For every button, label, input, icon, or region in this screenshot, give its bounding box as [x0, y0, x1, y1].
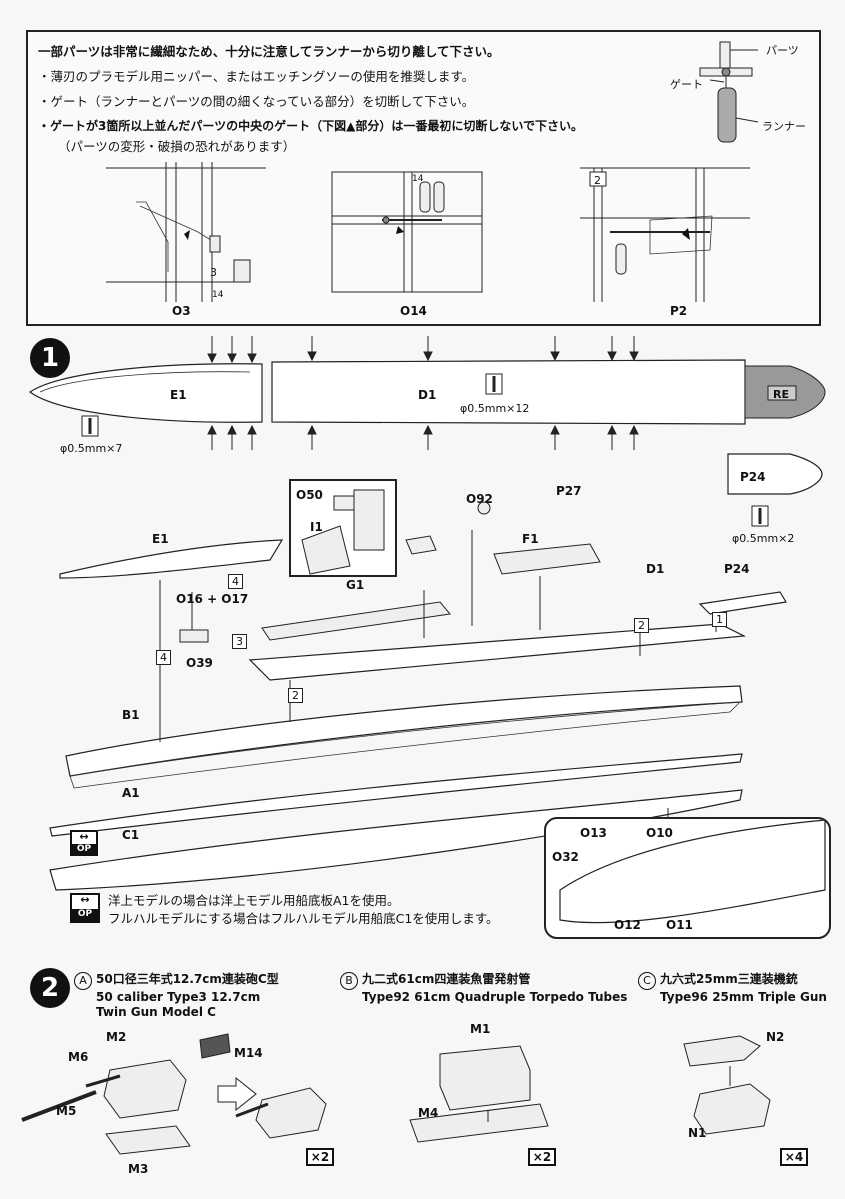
- label-n1: N1: [688, 1126, 707, 1140]
- qty-b: ×2: [528, 1148, 556, 1166]
- notice-line-2: ・薄刃のプラモデル用ニッパー、またはエッチングソーの使用を推奨します。: [38, 69, 475, 84]
- runner-example-o14: [331, 171, 483, 293]
- label-m14: M14: [234, 1046, 263, 1060]
- drill-icon-d1: [485, 373, 503, 395]
- label-o92: O92: [466, 492, 493, 506]
- runner-example-p2: [580, 167, 750, 302]
- notice-line-3: ・ゲート（ランナーとパーツの間の細くなっている部分）を切断して下さい。: [38, 94, 475, 109]
- notice-line-4: ・ゲートが3箇所以上並んだパーツの中央のゲート（下図▲部分）は一番最初に切断しな…: [38, 119, 583, 133]
- op-icon: ↔OP: [70, 893, 100, 923]
- notice-line-1: 一部パーツは非常に繊細なため、十分に注意してランナーから切り離して下さい。: [38, 44, 500, 59]
- step-ref-4b: 4: [156, 650, 171, 665]
- qty-c: ×4: [780, 1148, 808, 1166]
- label-n2: N2: [766, 1030, 785, 1044]
- d1-deck-part: [248, 623, 747, 681]
- op-note-1: 洋上モデルの場合は洋上モデル用船底板A1を使用。: [108, 893, 400, 908]
- a1-bottom: [49, 753, 743, 837]
- label-o32: O32: [552, 850, 579, 864]
- label-f1: F1: [522, 532, 539, 546]
- drill-icon-e1: [81, 415, 99, 437]
- notice-line-5: （パーツの変形・破損の恐れがあります）: [58, 139, 296, 154]
- o39-part: [179, 629, 209, 643]
- label-p27: P27: [556, 484, 582, 498]
- runner-example-label-o3: O3: [172, 304, 191, 318]
- step-1-drawing: [28, 336, 831, 939]
- e1-part: [59, 539, 284, 579]
- step-ref-4a: 4: [228, 574, 243, 589]
- drill-spec-p24: φ0.5mm×2: [732, 532, 795, 545]
- runner-example-label-o14: O14: [400, 304, 427, 318]
- label-e1-top: E1: [170, 388, 187, 402]
- label-o16-o17: O16 + O17: [176, 592, 249, 606]
- label-b1: B1: [122, 708, 140, 722]
- runner-example-o3: [106, 162, 266, 302]
- gate-diagram-runner-label: ランナー: [762, 120, 806, 133]
- gate-diagram: [699, 41, 759, 143]
- label-o12: O12: [614, 918, 641, 932]
- runner-example-number-14b: 14: [412, 174, 424, 184]
- p24-top: [727, 453, 823, 495]
- label-m2: M2: [106, 1030, 127, 1044]
- drill-spec-e1: φ0.5mm×7: [60, 442, 123, 455]
- step-ref-2b: 2: [634, 618, 649, 633]
- runner-example-number-3: 3: [210, 266, 217, 279]
- gate-diagram-parts-label: パーツ: [766, 44, 799, 57]
- label-a1: A1: [122, 786, 140, 800]
- e1-top-deck: [28, 363, 263, 423]
- op-note-2: フルハルモデルにする場合はフルハルモデル用船底C1を使用します。: [108, 911, 499, 926]
- label-p24-top: P24: [740, 470, 766, 484]
- g1-part: [261, 601, 451, 641]
- gun-turret-m2: [103, 1059, 187, 1119]
- label-m4: M4: [418, 1106, 439, 1120]
- label-i1: I1: [310, 520, 323, 534]
- notice-box: 一部パーツは非常に繊細なため、十分に注意してランナーから切り離して下さい。 ・薄…: [26, 30, 821, 326]
- step-1-marker: 1: [30, 338, 70, 378]
- f1-part: [493, 543, 601, 575]
- runner-example-number-2: 2: [594, 174, 601, 187]
- label-o10: O10: [646, 826, 673, 840]
- label-d1: D1: [646, 562, 665, 576]
- label-e1: E1: [152, 532, 169, 546]
- step-2-marker: 2: [30, 968, 70, 1008]
- c1-bottom: [49, 789, 743, 891]
- torpedo-mount-m1: [439, 1045, 531, 1111]
- d1-top-deck: [271, 359, 746, 425]
- drill-icon-p24: [751, 505, 769, 527]
- label-d1-top: D1: [418, 388, 437, 402]
- label-m1: M1: [470, 1022, 491, 1036]
- label-re: RE: [773, 388, 789, 401]
- step-ref-1: 1: [712, 612, 727, 627]
- label-m3: M3: [128, 1162, 149, 1176]
- aa-mount-n1: [693, 1083, 771, 1135]
- b1-hull: [65, 685, 743, 777]
- p24-part: [698, 591, 787, 615]
- qty-a: ×2: [306, 1148, 334, 1166]
- op-icon-small: ↔OP: [70, 830, 98, 856]
- arrow-right-icon: [217, 1076, 257, 1112]
- label-m6: M6: [68, 1050, 89, 1064]
- label-o50: O50: [296, 488, 323, 502]
- drill-spec-d1: φ0.5mm×12: [460, 402, 530, 415]
- label-o13: O13: [580, 826, 607, 840]
- aa-gun-n2: [683, 1035, 761, 1067]
- step-ref-3: 3: [232, 634, 247, 649]
- label-g1: G1: [346, 578, 365, 592]
- label-o11: O11: [666, 918, 693, 932]
- step-2-drawing: [21, 1033, 771, 1155]
- step-ref-2a: 2: [288, 688, 303, 703]
- runner-example-label-p2: P2: [670, 304, 688, 318]
- label-p24: P24: [724, 562, 750, 576]
- gun-base-m3: [105, 1125, 191, 1155]
- runner-example-number-14a: 14: [212, 290, 224, 300]
- gate-diagram-gate-label: ゲート: [670, 78, 703, 91]
- label-o39: O39: [186, 656, 213, 670]
- label-c1: C1: [122, 828, 140, 842]
- torpedo-tubes-m4: [409, 1103, 549, 1143]
- label-m5: M5: [56, 1104, 77, 1118]
